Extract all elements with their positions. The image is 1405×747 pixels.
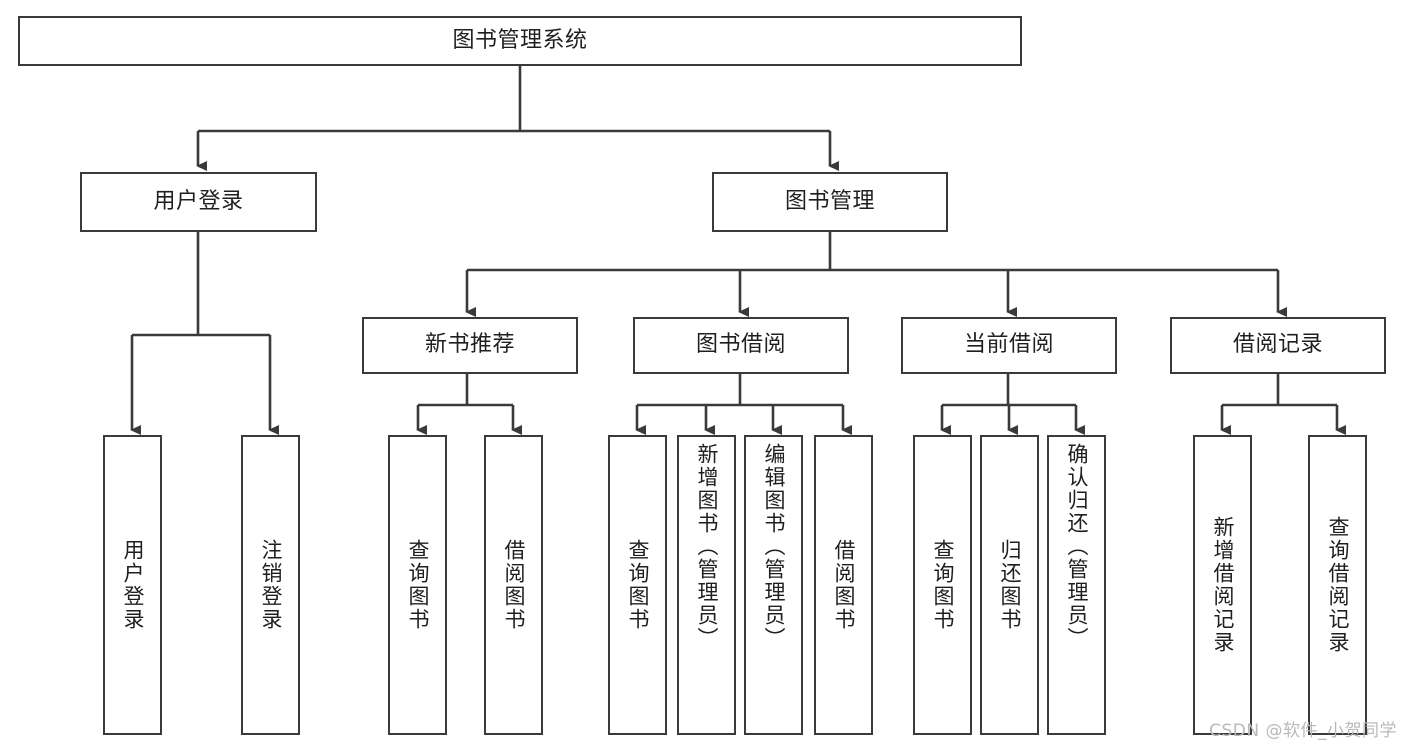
node-leaf-user-login-label: 用户登录 [121,539,145,631]
node-leaf-recommend-query-book[interactable]: 查询图书 [388,435,447,735]
node-leaf-recommend-borrow-book-label: 借阅图书 [502,539,526,631]
node-new-book-recommend-label: 新书推荐 [424,332,515,358]
node-leaf-record-query[interactable]: 查询借阅记录 [1308,435,1367,735]
watermark: CSDN @软件_小贺同学 [1209,721,1397,741]
node-leaf-borrow-query-book[interactable]: 查询图书 [608,435,667,735]
node-leaf-user-logout-label: 注销登录 [259,539,283,631]
node-leaf-recommend-query-book-label: 查询图书 [406,539,430,631]
node-leaf-record-query-label: 查询借阅记录 [1326,516,1350,654]
node-leaf-borrow-query-book-label: 查询图书 [626,539,650,631]
node-leaf-user-logout[interactable]: 注销登录 [241,435,300,735]
node-leaf-borrow-borrow-book-label: 借阅图书 [832,539,856,631]
node-user-login[interactable]: 用户登录 [80,172,317,232]
node-leaf-borrow-add-book[interactable]: 新增图书（管理员） [677,435,736,735]
node-leaf-current-query-book[interactable]: 查询图书 [913,435,972,735]
node-current-borrow[interactable]: 当前借阅 [901,317,1117,374]
node-leaf-borrow-edit-book[interactable]: 编辑图书（管理员） [744,435,803,735]
node-user-login-label: 用户登录 [153,188,244,214]
node-borrow-record-label: 借阅记录 [1232,332,1323,358]
node-leaf-current-return-book[interactable]: 归还图书 [980,435,1039,735]
node-borrow-record[interactable]: 借阅记录 [1170,317,1386,374]
node-root[interactable]: 图书管理系统 [18,16,1022,66]
node-leaf-record-add-label: 新增借阅记录 [1211,516,1235,654]
node-leaf-current-return-book-label: 归还图书 [998,539,1022,631]
node-leaf-borrow-add-book-label: 新增图书（管理员） [695,443,719,650]
node-book-manage-label: 图书管理 [784,188,875,214]
node-leaf-user-login[interactable]: 用户登录 [103,435,162,735]
node-book-borrow[interactable]: 图书借阅 [633,317,849,374]
node-leaf-borrow-borrow-book[interactable]: 借阅图书 [814,435,873,735]
node-leaf-current-confirm-return[interactable]: 确认归还（管理员） [1047,435,1106,735]
node-book-manage[interactable]: 图书管理 [712,172,948,232]
node-leaf-borrow-edit-book-label: 编辑图书（管理员） [762,443,786,650]
node-root-label: 图书管理系统 [452,27,588,53]
node-new-book-recommend[interactable]: 新书推荐 [362,317,578,374]
node-book-borrow-label: 图书借阅 [695,332,786,358]
node-leaf-recommend-borrow-book[interactable]: 借阅图书 [484,435,543,735]
node-leaf-current-confirm-return-label: 确认归还（管理员） [1065,443,1089,650]
node-leaf-current-query-book-label: 查询图书 [931,539,955,631]
node-current-borrow-label: 当前借阅 [963,332,1054,358]
node-leaf-record-add[interactable]: 新增借阅记录 [1193,435,1252,735]
